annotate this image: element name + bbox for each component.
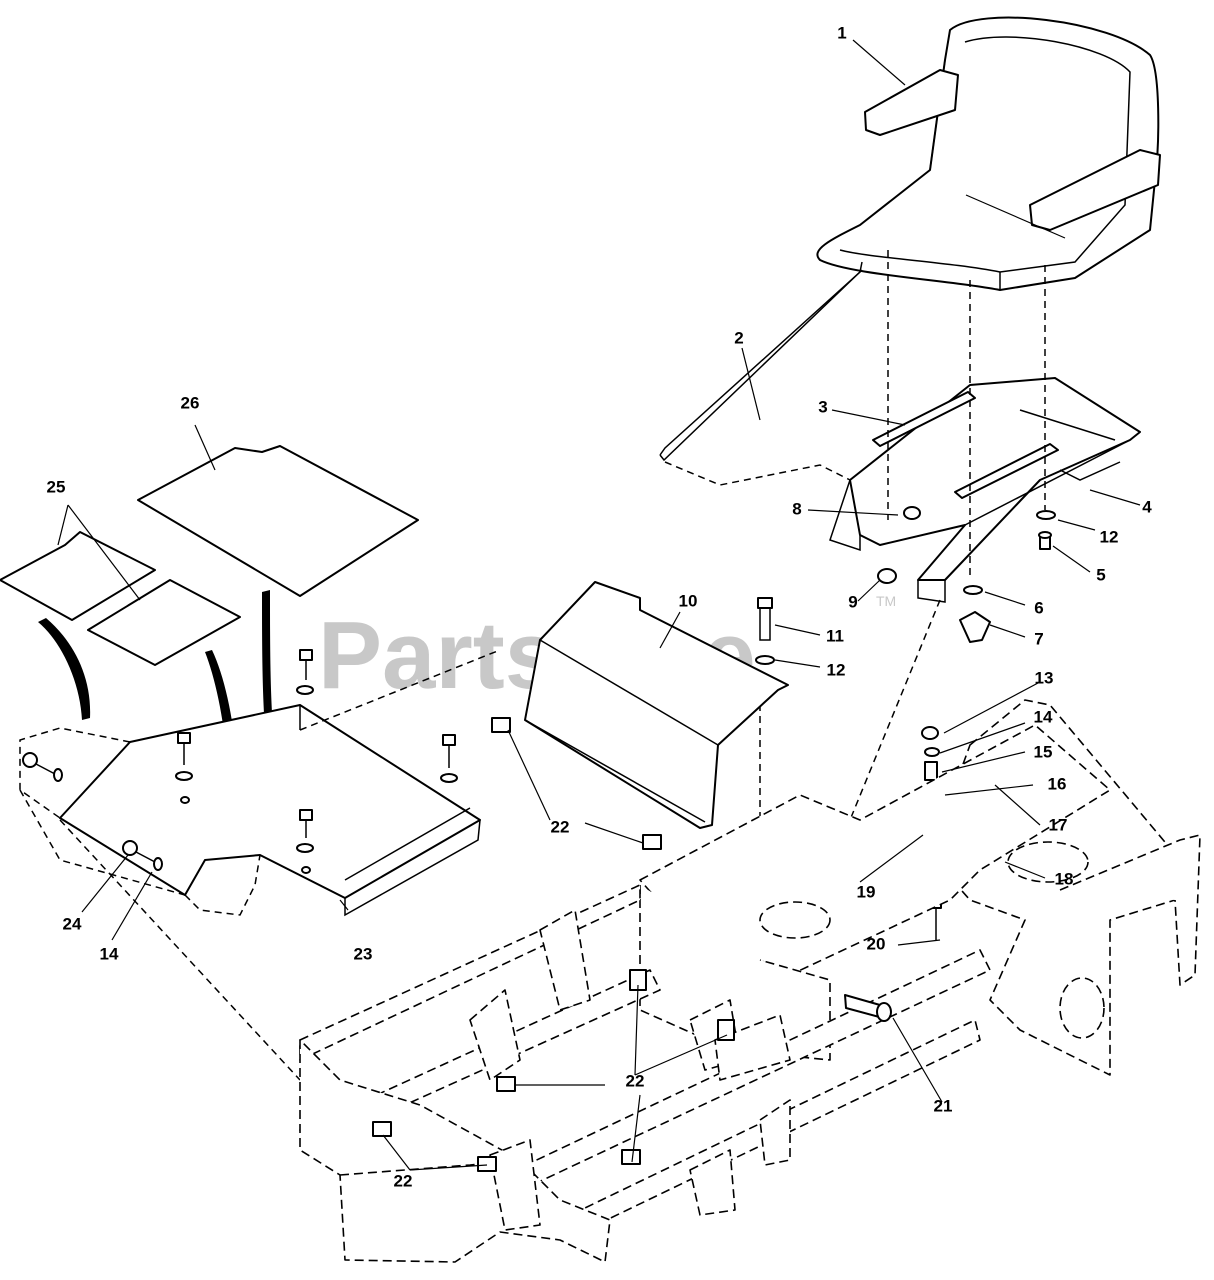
callout-20: 20 (867, 934, 886, 953)
callout-16: 16 (1048, 774, 1067, 793)
callout-13: 13 (1035, 668, 1054, 687)
bolt (296, 649, 314, 695)
callout-14a: 14 (1034, 707, 1053, 726)
bolt (175, 732, 193, 804)
callout-25: 25 (47, 477, 66, 496)
nut-8 (903, 506, 921, 520)
clip-22 (642, 834, 662, 850)
seat (816, 16, 1161, 291)
callout-10: 10 (679, 591, 698, 610)
leader-lines (57, 39, 1141, 1171)
floor-mat-large (137, 445, 419, 597)
callout-14b: 14 (100, 944, 119, 963)
watermark-trademark: TM (876, 593, 896, 609)
callout-26: 26 (181, 393, 200, 412)
callout-22a: 22 (551, 817, 570, 836)
washer-12 (1036, 510, 1056, 520)
callout-22c: 22 (394, 1171, 413, 1190)
bolt-24 (22, 752, 63, 782)
bolt (296, 809, 314, 874)
bolt-24-b (122, 840, 163, 871)
callout-8: 8 (792, 499, 801, 518)
callout-22b: 22 (626, 1071, 645, 1090)
cover-plate (524, 581, 789, 829)
bolt-11 (755, 597, 775, 665)
callout-17: 17 (1049, 815, 1068, 834)
floor-pan (19, 649, 481, 917)
callout-23: 23 (354, 944, 373, 963)
bolt (440, 734, 458, 783)
callout-21: 21 (934, 1096, 953, 1115)
callout-3: 3 (818, 397, 827, 416)
callout-15: 15 (1034, 742, 1053, 761)
callout-4: 4 (1142, 497, 1152, 516)
floor-mat-small-left (0, 531, 156, 621)
tractor-frame (299, 699, 1201, 1263)
bolt-5 (1038, 531, 1052, 550)
seat-pan (829, 377, 1141, 603)
callout-6: 6 (1034, 598, 1043, 617)
callouts: 1 2 3 4 5 6 7 8 9 10 11 12 12 13 14 14 1… (47, 23, 1153, 1190)
callout-9: 9 (848, 592, 857, 611)
callout-12b: 12 (1100, 527, 1119, 546)
nut-9 (877, 568, 897, 584)
callout-5: 5 (1096, 565, 1105, 584)
callout-7: 7 (1034, 629, 1043, 648)
knob-7 (959, 611, 991, 643)
callout-2: 2 (734, 328, 743, 347)
clip-22 (491, 717, 511, 733)
callout-24: 24 (63, 914, 82, 933)
callout-1: 1 (837, 23, 846, 42)
seat-rod (659, 261, 863, 462)
callout-11: 11 (826, 626, 844, 645)
callout-12a: 12 (827, 660, 846, 679)
floor-mat-small-right (87, 579, 241, 666)
washer-6 (963, 585, 983, 595)
callout-19: 19 (857, 882, 876, 901)
callout-18: 18 (1055, 869, 1074, 888)
